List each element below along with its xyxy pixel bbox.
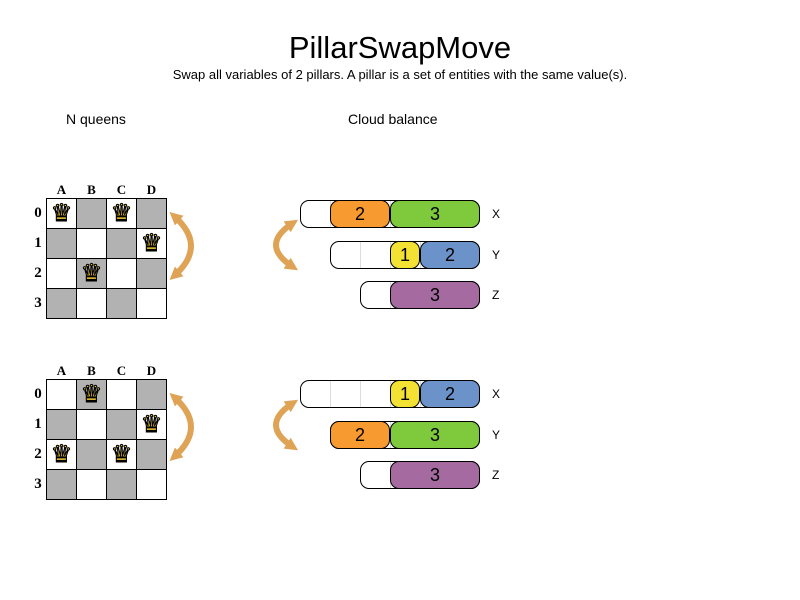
process-block: 3 (390, 281, 480, 309)
square-D0 (136, 379, 167, 410)
row-label-1: 1 (34, 235, 42, 251)
process-block: 1 (390, 241, 420, 269)
square-D1: ♛ (136, 228, 167, 259)
row-label-0: 0 (34, 386, 42, 402)
square-B3 (76, 288, 107, 319)
queen-icon: ♛ (80, 380, 103, 408)
square-B2: ♛ (76, 258, 107, 289)
square-C0 (106, 379, 137, 410)
process-block: 3 (390, 200, 480, 228)
square-B0 (76, 198, 107, 229)
square-B0: ♛ (76, 379, 107, 410)
square-D2 (136, 258, 167, 289)
queen-icon: ♛ (110, 199, 133, 227)
square-A0: ♛ (46, 198, 77, 229)
column-label-B: B (87, 182, 96, 197)
process-block: 2 (420, 380, 480, 408)
column-label-A: A (56, 182, 67, 197)
square-A3 (46, 288, 77, 319)
row-label-3: 3 (34, 295, 42, 311)
square-A2 (46, 258, 77, 289)
computer-label: Z (492, 468, 500, 482)
process-block: 1 (390, 380, 420, 408)
queen-icon: ♛ (50, 440, 73, 468)
row-label-3: 3 (34, 476, 42, 492)
section-label-cloud-balance: Cloud balance (348, 111, 438, 127)
computer-label: X (492, 207, 501, 221)
square-B1 (76, 409, 107, 440)
swap-arrow-icon (169, 212, 194, 280)
column-label-A: A (56, 363, 67, 378)
process-block: 3 (390, 421, 480, 449)
square-D3 (136, 288, 167, 319)
swap-arrow-icon (273, 219, 299, 271)
square-B1 (76, 228, 107, 259)
square-C1 (106, 228, 137, 259)
section-label-nqueens: N queens (66, 111, 126, 127)
row-label-0: 0 (34, 205, 42, 221)
square-A3 (46, 469, 77, 500)
process-block: 3 (390, 461, 480, 489)
queen-icon: ♛ (110, 440, 133, 468)
square-A1 (46, 409, 77, 440)
board-corner (30, 363, 47, 380)
square-C3 (106, 469, 137, 500)
square-C3 (106, 288, 137, 319)
computer-label: Y (492, 428, 501, 442)
square-A0 (46, 379, 77, 410)
process-block: 2 (330, 200, 390, 228)
square-B2 (76, 439, 107, 470)
process-block: 2 (420, 241, 480, 269)
computer-label: Y (492, 248, 501, 262)
queen-icon: ♛ (140, 229, 163, 257)
swap-arrow-icon (273, 399, 299, 451)
square-D3 (136, 469, 167, 500)
column-label-C: C (116, 182, 127, 197)
column-label-D: D (146, 363, 157, 378)
square-C2: ♛ (106, 439, 137, 470)
square-D0 (136, 198, 167, 229)
board-corner (30, 182, 47, 199)
square-C0: ♛ (106, 198, 137, 229)
row-label-2: 2 (34, 446, 42, 462)
column-label-D: D (146, 182, 157, 197)
row-label-1: 1 (34, 416, 42, 432)
square-C2 (106, 258, 137, 289)
square-C1 (106, 409, 137, 440)
square-A1 (46, 228, 77, 259)
queen-icon: ♛ (80, 259, 103, 287)
square-A2: ♛ (46, 439, 77, 470)
process-block: 2 (330, 421, 390, 449)
computer-label: X (492, 387, 501, 401)
swap-arrow-icon (169, 393, 194, 461)
queen-icon: ♛ (50, 199, 73, 227)
square-B3 (76, 469, 107, 500)
column-label-C: C (116, 363, 127, 378)
computer-label: Z (492, 288, 500, 302)
page-subtitle: Swap all variables of 2 pillars. A pilla… (172, 67, 628, 82)
square-D1: ♛ (136, 409, 167, 440)
queen-icon: ♛ (140, 410, 163, 438)
page-title: PillarSwapMove (288, 30, 512, 65)
row-label-2: 2 (34, 265, 42, 281)
column-label-B: B (87, 363, 96, 378)
square-D2 (136, 439, 167, 470)
